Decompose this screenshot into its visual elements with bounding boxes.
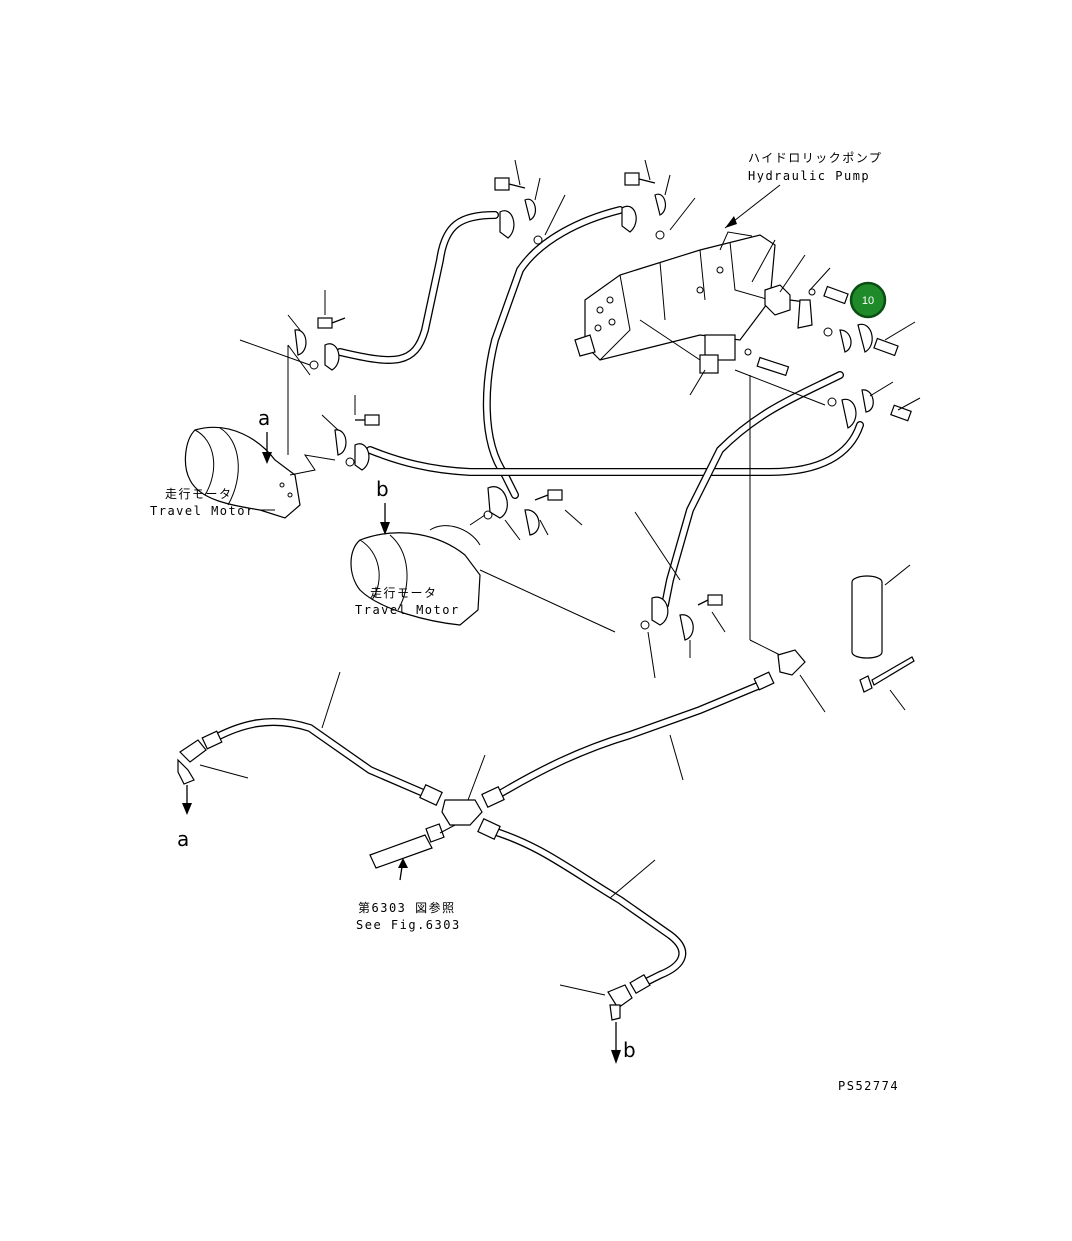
elbow-left xyxy=(177,730,249,785)
bolt-clamp-group-lower-mid xyxy=(640,594,726,679)
elbow-bottom xyxy=(559,973,651,1021)
pump-label-en: Hydraulic Pump xyxy=(748,169,870,183)
return-pipe xyxy=(369,823,456,881)
tee-fitting xyxy=(419,754,505,840)
connection-b-top: b xyxy=(376,477,389,501)
travel-motor-right xyxy=(350,514,616,633)
right-fittings xyxy=(639,239,921,656)
connection-a-top: a xyxy=(258,406,270,430)
bolt-clamp-group-center xyxy=(483,486,583,541)
reference-label-en: See Fig.6303 xyxy=(356,918,461,932)
bolt-clamp-group-mid-left xyxy=(321,395,380,471)
cable-tie xyxy=(859,656,915,711)
motor1-label-jp: 走行モータ xyxy=(165,487,233,501)
motor2-label-en: Travel Motor xyxy=(355,603,460,617)
motor2-label-jp: 走行モータ xyxy=(370,586,438,600)
bolt-clamp-group-left xyxy=(239,290,346,371)
filter-sleeve xyxy=(851,564,911,659)
upper-hoses xyxy=(336,206,864,609)
drawing-number: PS52774 xyxy=(838,1079,899,1093)
motor1-label-en: Travel Motor xyxy=(150,504,255,518)
connection-b-bottom: b xyxy=(623,1038,636,1062)
hydraulic-pump xyxy=(574,231,776,361)
bolt-clamp-group-top-mid xyxy=(621,159,696,240)
lower-hoses xyxy=(211,681,764,989)
elbow-right xyxy=(753,649,826,713)
callout-badge: 10 xyxy=(849,281,887,319)
bolt-clamp-group-top-left xyxy=(494,159,566,245)
callout-number: 10 xyxy=(862,295,874,307)
connection-a-bottom: a xyxy=(177,827,189,851)
travel-motor-left xyxy=(184,344,311,519)
reference-label-jp: 第6303 図参照 xyxy=(358,900,456,915)
pump-label-jp: ハイドロリックポンプ xyxy=(748,151,882,165)
